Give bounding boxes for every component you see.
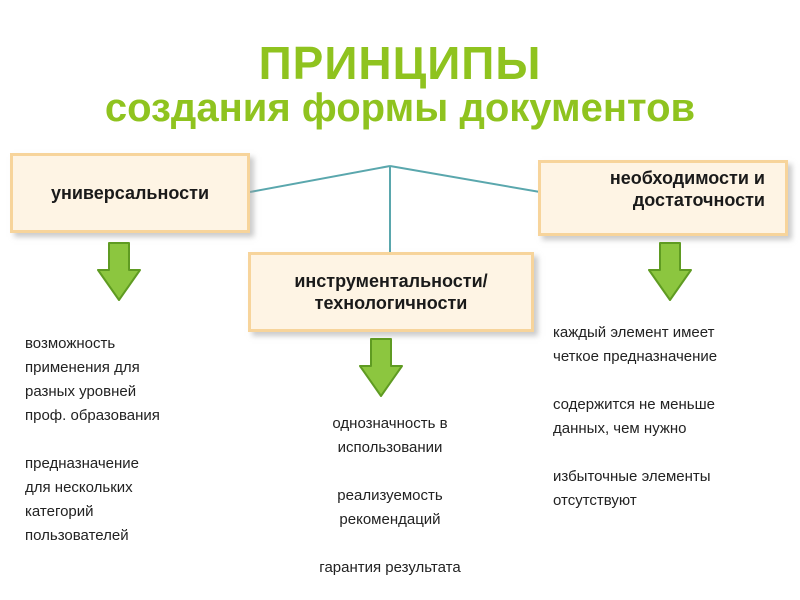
down-arrow-icon — [359, 338, 403, 397]
principle-label-universality: универсальности — [50, 183, 210, 203]
description-line: четкое предназначение — [553, 348, 718, 365]
description-line: каждый элемент имеет — [553, 324, 715, 341]
connector-to-left — [249, 165, 391, 193]
down-arrow-icon — [648, 242, 692, 301]
principle-box-necessity: необходимости и достаточности — [538, 160, 788, 236]
description-necessity: каждый элемент имеет четкое предназначен… — [553, 321, 717, 513]
description-line: для нескольких — [25, 479, 133, 496]
title-line-2: создания формы документов — [104, 86, 696, 130]
description-line: разных уровней — [25, 383, 137, 400]
connector-to-right — [389, 165, 541, 193]
description-line: рекомендаций — [339, 511, 441, 528]
principle-label-instrumentality-line-1: инструментальности/ — [294, 271, 488, 291]
description-line: пользователей — [25, 527, 129, 544]
description-universality: возможность применения для разных уровне… — [25, 332, 160, 548]
description-line: возможность — [25, 335, 116, 352]
description-line: однозначность в — [332, 415, 448, 432]
description-line: содержится не меньше — [553, 396, 715, 413]
down-arrow-icon — [97, 242, 141, 301]
description-line: данных, чем нужно — [553, 420, 687, 437]
description-line: гарантия результата — [319, 559, 461, 576]
principle-box-instrumentality: инструментальности/ технологичности — [248, 252, 534, 332]
description-line: проф. образования — [25, 407, 160, 424]
principle-label-necessity-line-2: достаточности — [632, 190, 765, 210]
description-line: применения для — [25, 359, 140, 376]
description-instrumentality: однозначность в использовании реализуемо… — [270, 412, 510, 580]
description-line: категорий — [25, 503, 94, 520]
principle-box-universality: универсальности — [10, 153, 250, 233]
description-line: реализуемость — [337, 487, 443, 504]
description-line: отсутствуют — [553, 492, 637, 509]
description-line: использовании — [337, 439, 443, 456]
description-line: предназначение — [25, 455, 140, 472]
principle-label-instrumentality-line-2: технологичности — [314, 293, 468, 313]
title-line-1: ПРИНЦИПЫ — [258, 37, 542, 89]
description-line: избыточные элементы — [553, 468, 711, 485]
principle-label-necessity-line-1: необходимости и — [609, 168, 765, 188]
